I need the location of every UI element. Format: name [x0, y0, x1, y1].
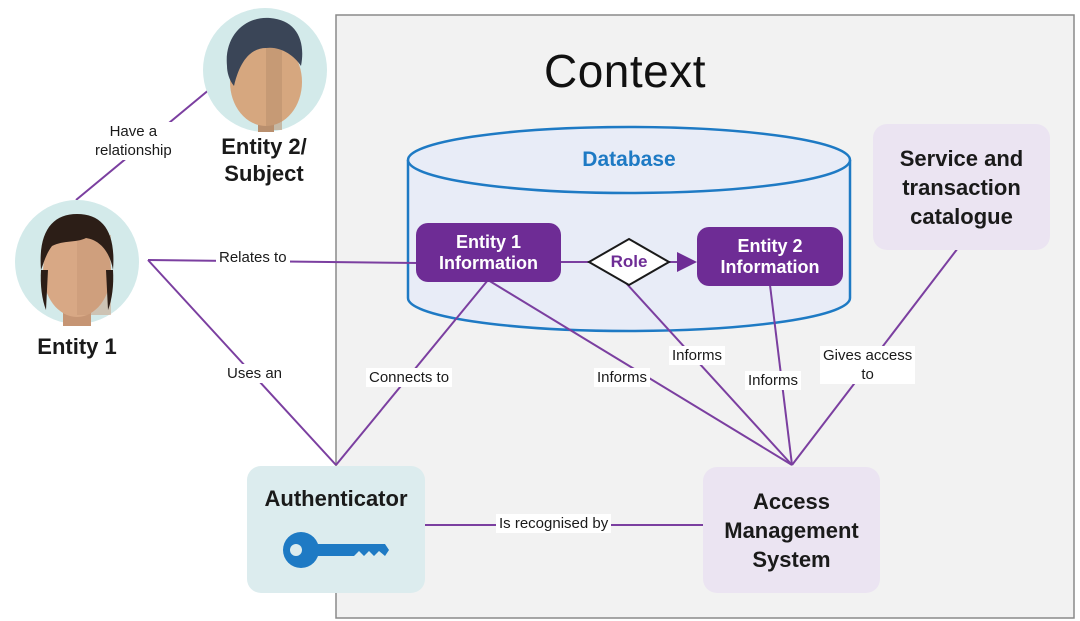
- access-management-line3: System: [752, 546, 831, 572]
- context-title: Context: [544, 45, 707, 97]
- edge-label-have-relationship: Have a relationship: [92, 122, 175, 160]
- edge-label-relates-to: Relates to: [216, 248, 290, 267]
- role-node[interactable]: Role: [610, 252, 648, 271]
- edge-label-gives-access-line2: to: [861, 366, 874, 383]
- service-catalogue-line2: transaction: [902, 174, 1021, 200]
- edge-label-gives-access: Gives access to: [820, 346, 916, 384]
- entity1-info-line1: Entity 1: [455, 231, 521, 252]
- edge-label-recognised-by: Is recognised by: [496, 514, 612, 533]
- entity1-information-node[interactable]: Entity 1 Information: [416, 223, 561, 282]
- access-management-node[interactable]: Access Management System: [703, 467, 880, 593]
- edge-label-gives-access-line1: Gives access: [823, 347, 913, 364]
- edge-label-informs-entity1: Informs: [594, 368, 651, 387]
- edge-label-have-relationship-line2: relationship: [95, 142, 172, 159]
- access-management-line1: Access: [752, 488, 831, 514]
- role-diamond: [586, 237, 672, 287]
- edge-label-informs-entity2: Informs: [745, 371, 802, 390]
- authenticator-label: Authenticator: [264, 486, 408, 511]
- key-icon: [283, 532, 389, 568]
- database-label: Database: [582, 148, 676, 171]
- service-catalogue-line3: catalogue: [910, 203, 1013, 229]
- entity2-name-line1: Entity 2/: [221, 134, 307, 159]
- entity2-name: Entity 2/ Subject: [203, 133, 325, 187]
- entity2-info-line1: Entity 2: [737, 235, 803, 256]
- entity1-avatar-icon: [15, 200, 139, 326]
- authenticator-node[interactable]: Authenticator: [247, 466, 425, 593]
- edge-label-informs-role: Informs: [669, 346, 726, 365]
- entity2-avatar-icon: [203, 8, 327, 132]
- entity2-information-node[interactable]: Entity 2 Information: [697, 227, 843, 286]
- edge-label-uses-an: Uses an: [224, 364, 286, 383]
- service-catalogue-line1: Service and: [899, 145, 1024, 171]
- entity2-name-line2: Subject: [224, 161, 304, 186]
- edge-label-connects-to: Connects to: [366, 368, 453, 387]
- access-management-line2: Management: [724, 517, 859, 543]
- service-catalogue-node[interactable]: Service and transaction catalogue: [873, 124, 1050, 250]
- entity1-info-line2: Information: [439, 252, 538, 273]
- edge-label-have-relationship-line1: Have a: [109, 123, 158, 140]
- entity2-info-line2: Information: [720, 256, 820, 277]
- edge-informs-role: [625, 282, 793, 466]
- edge-uses-an: [147, 259, 337, 466]
- entity1-name: Entity 1: [37, 334, 117, 359]
